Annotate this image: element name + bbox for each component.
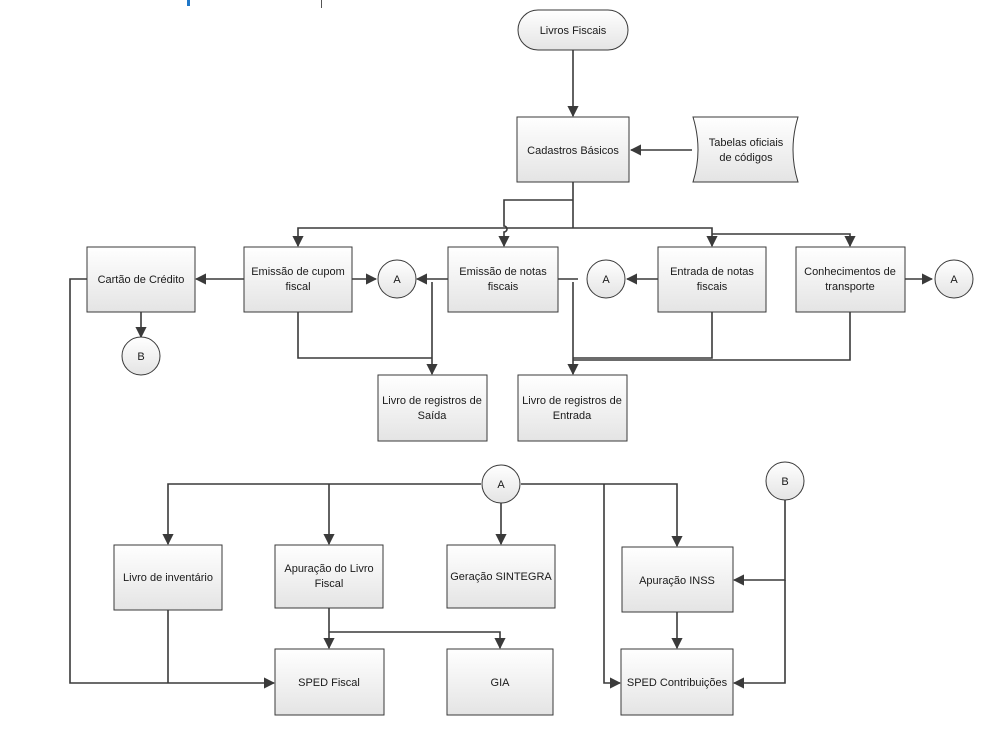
- node-gia-label: GIA: [491, 677, 511, 689]
- node-apuracao-livro[interactable]: Apuração do Livro Fiscal: [274, 544, 384, 609]
- node-livro-entrada-label-1: Livro de registros de: [522, 395, 622, 407]
- node-inventario-label: Livro de inventário: [123, 572, 213, 584]
- connector-a-3[interactable]: A: [934, 259, 974, 299]
- corner-accent-mark: [187, 0, 190, 6]
- node-emissao-label-2: fiscais: [488, 281, 519, 293]
- connector-a-3-label: A: [950, 274, 958, 286]
- edges: [69, 50, 934, 689]
- corner-divider: [321, 0, 322, 8]
- node-geracao-sintegra[interactable]: Geração SINTEGRA: [446, 544, 556, 609]
- node-apuracao-inss[interactable]: Apuração INSS: [621, 546, 734, 613]
- node-livro-saida[interactable]: Livro de registros de Saída: [377, 374, 488, 442]
- edge-conhecimentos-to-entrada-livro: [573, 312, 851, 361]
- node-entrada-notas[interactable]: Entrada de notas fiscais: [657, 246, 767, 313]
- connector-a-1-label: A: [393, 274, 401, 286]
- edge-apuracao-to-gia: [329, 631, 506, 650]
- connector-b-1[interactable]: B: [121, 336, 161, 376]
- node-entrada-label-2: fiscais: [697, 281, 728, 293]
- node-livro-inventario[interactable]: Livro de inventário: [113, 544, 223, 611]
- node-conhecimentos[interactable]: Conhecimentos de transporte: [795, 246, 906, 313]
- connector-a-source[interactable]: A: [481, 464, 521, 504]
- node-livro-entrada-label-2: Entrada: [553, 410, 592, 422]
- edge-cadastros-to-cupom: [292, 227, 573, 248]
- node-sped-contribuicoes[interactable]: SPED Contribuições: [620, 648, 734, 716]
- edge-cadastros-to-conhecimentos: [712, 233, 856, 248]
- node-tabelas-oficiais[interactable]: Tabelas oficiais de códigos: [692, 116, 799, 183]
- edge-cupom-to-saida: [297, 312, 432, 359]
- connector-b-source-label: B: [781, 476, 788, 488]
- edge-a-to-sped-contrib: [603, 484, 622, 689]
- node-sped-contrib-label: SPED Contribuições: [627, 677, 728, 689]
- node-livro-saida-label-2: Saída: [418, 410, 448, 422]
- node-emissao-cupom[interactable]: Emissão de cupom fiscal: [243, 246, 353, 313]
- node-livro-entrada[interactable]: Livro de registros de Entrada: [517, 374, 628, 442]
- edge-a-right-branch: [521, 483, 683, 548]
- node-conhecimentos-label-1: Conhecimentos de: [804, 266, 896, 278]
- edge-a-left-branch: [162, 483, 481, 546]
- edge-cartao-to-sped-fiscal: [69, 278, 276, 689]
- connector-b-1-label: B: [137, 351, 144, 363]
- node-sped-fiscal-label: SPED Fiscal: [298, 677, 360, 689]
- node-conhecimentos-label-2: transporte: [825, 281, 875, 293]
- edge-b-to-inss: [732, 500, 786, 586]
- edge-entrada-to-entrada-livro: [573, 312, 713, 359]
- node-gia[interactable]: GIA: [446, 648, 554, 716]
- node-entrada-label-1: Entrada de notas: [670, 266, 754, 278]
- node-cadastros-basicos-label: Cadastros Básicos: [527, 145, 619, 157]
- node-sped-fiscal[interactable]: SPED Fiscal: [274, 648, 385, 716]
- node-cupom-label-2: fiscal: [285, 281, 310, 293]
- connector-b-source[interactable]: B: [765, 461, 805, 501]
- node-cartao-label: Cartão de Crédito: [98, 274, 185, 286]
- node-cartao-credito[interactable]: Cartão de Crédito: [86, 246, 196, 313]
- node-tabelas-label-2: de códigos: [719, 152, 773, 164]
- node-cadastros-basicos[interactable]: Cadastros Básicos: [516, 116, 630, 183]
- node-sintegra-label: Geração SINTEGRA: [450, 571, 552, 583]
- node-tabelas-label-1: Tabelas oficiais: [709, 137, 784, 149]
- node-livros-fiscais-label: Livros Fiscais: [540, 25, 607, 37]
- edge-b-to-sped-contrib: [732, 580, 786, 689]
- connector-a-2[interactable]: A: [586, 259, 626, 299]
- node-livro-saida-label-1: Livro de registros de: [382, 395, 482, 407]
- node-apuracao-livro-label-1: Apuração do Livro: [284, 563, 373, 575]
- node-apuracao-livro-label-2: Fiscal: [315, 578, 344, 590]
- node-cupom-label-1: Emissão de cupom: [251, 266, 345, 278]
- node-livros-fiscais[interactable]: Livros Fiscais: [517, 9, 629, 51]
- edge-cadastros-to-emissao: [498, 199, 573, 248]
- connector-a-2-label: A: [602, 274, 610, 286]
- edge-cadastros-to-entrada: [573, 227, 718, 248]
- node-emissao-label-1: Emissão de notas: [459, 266, 547, 278]
- connector-a-1[interactable]: A: [377, 259, 417, 299]
- node-inss-label: Apuração INSS: [639, 575, 715, 587]
- node-emissao-notas[interactable]: Emissão de notas fiscais: [447, 246, 559, 313]
- connector-a-source-label: A: [497, 479, 505, 491]
